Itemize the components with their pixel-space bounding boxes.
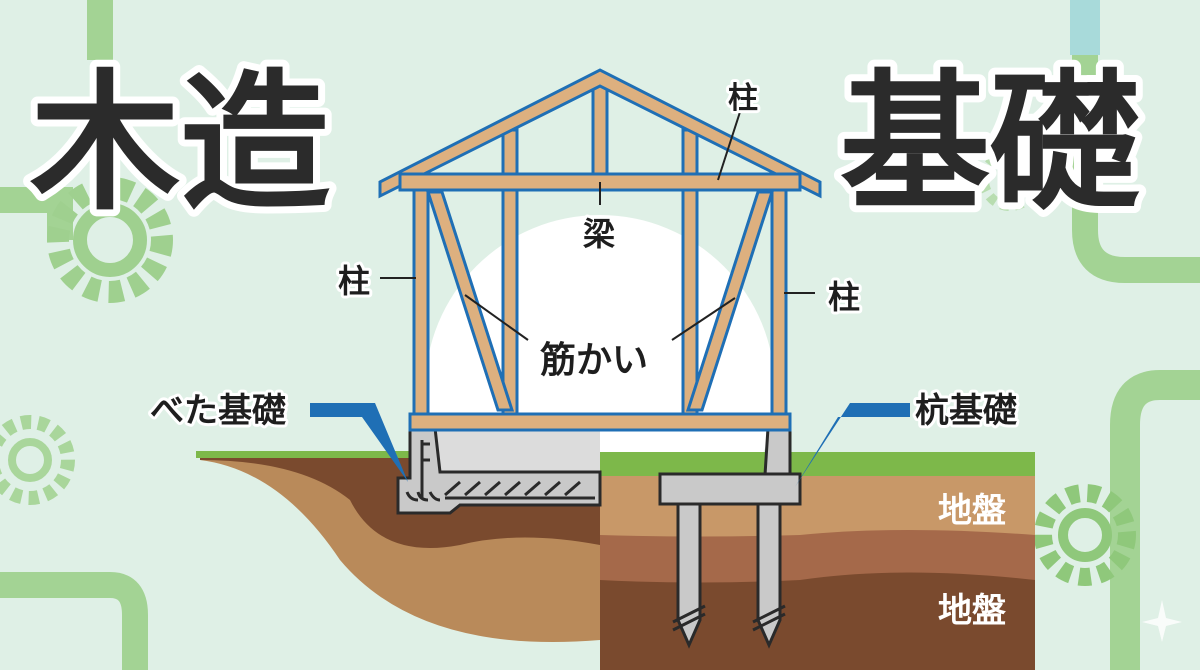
gear-icon [1034,484,1136,586]
label-beam: 梁 [583,215,615,253]
sparkle-icon [1142,600,1182,642]
title-foundation: 基礎 [840,57,1140,231]
grass-left [196,451,600,458]
gear-icon [979,149,1041,211]
pile-foundation [658,426,802,649]
label-ground-lower: 地盤 [938,591,1006,631]
leader-lines [380,111,815,341]
gear-icon [0,415,75,505]
callout-pointer-pile [795,403,910,487]
label-post-left: 柱 [338,262,370,300]
label-post-right: 柱 [828,278,860,316]
label-mat-foundation: べた基礎 [150,391,286,431]
label-post-top: 柱 [728,81,758,116]
label-pile-foundation: 杭基礎 [915,391,1017,431]
label-brace: 筋かい [540,340,648,381]
gear-icon [47,177,173,303]
house-frame [378,68,822,432]
label-ground-upper: 地盤 [938,491,1006,531]
callout-pointer-mat [310,403,408,482]
title-wooden: 木造 [30,57,330,231]
mat-foundation [396,426,602,515]
